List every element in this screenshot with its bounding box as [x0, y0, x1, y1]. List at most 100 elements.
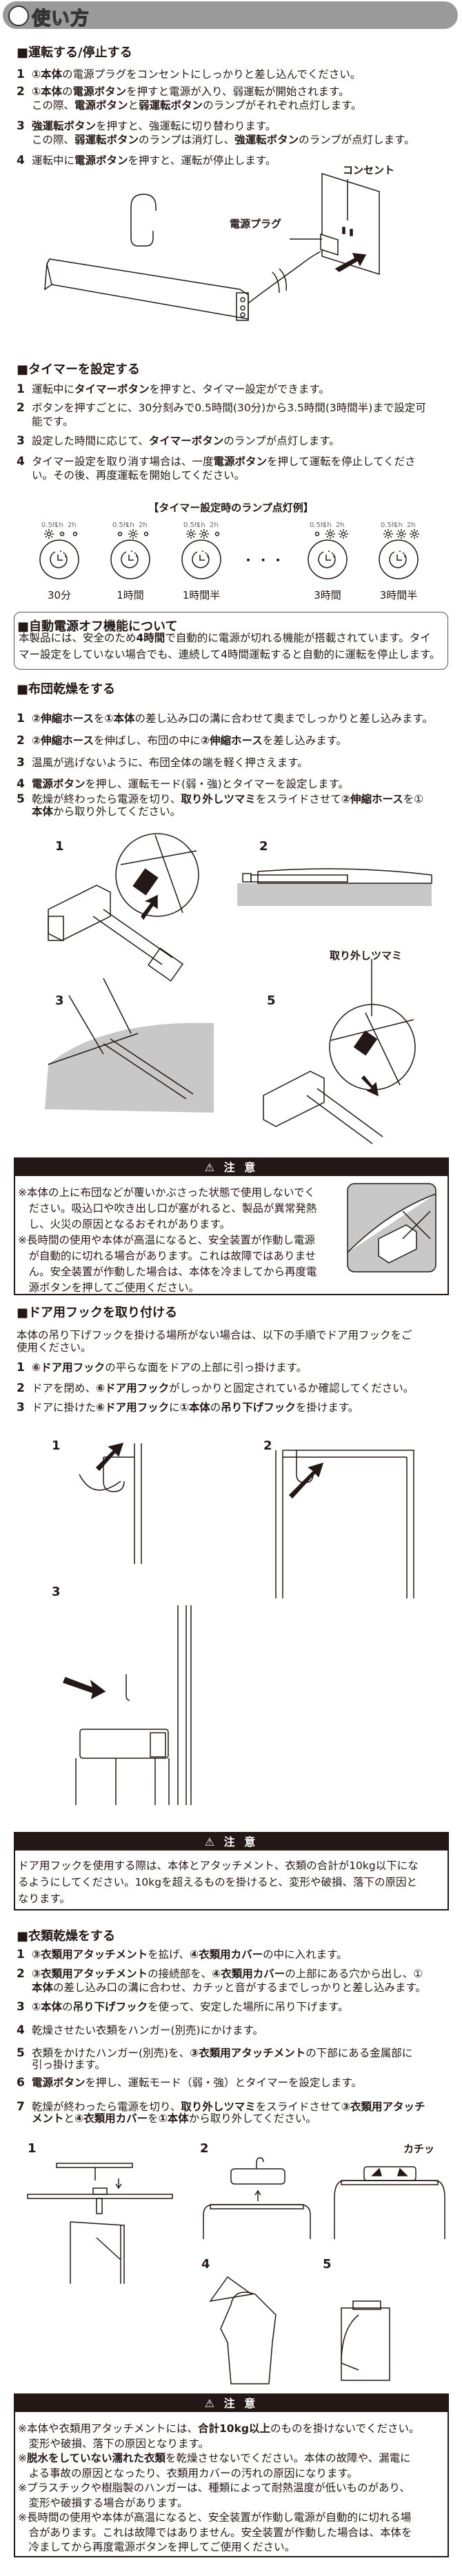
- text-segment: がしっかりと固定されているか確認してください。: [169, 1382, 414, 1394]
- auto-off-line: 本製品には、安全のため4時間で自動的に電源が切れる機能が搭載されています。タイ: [19, 632, 431, 645]
- lamp-label: 1h: [54, 522, 63, 529]
- futon-section-title: ■布団乾燥をする: [17, 682, 116, 697]
- text-segment: 温風が逃げないように、布団全体の端を軽く押さえます。: [32, 756, 308, 769]
- lamp-label: 2h: [407, 522, 416, 529]
- figure-number: 5: [323, 2257, 332, 2271]
- bold-term: 電源ボタン: [32, 778, 86, 790]
- caution-text-line: ※本体や衣類用アタッチメントには、合計10kg以上のものを掛けないでください。: [18, 2420, 420, 2435]
- text-segment: の平らな面をドアの上部に引っ掛けます。: [105, 1361, 308, 1374]
- lamp-lit-icon: [199, 529, 209, 539]
- step-text: ⑥ドア用フックの平らな面をドアの上部に引っ掛けます。: [32, 1361, 307, 1374]
- text-segment: を乾燥させないでください。本体の故障や、漏電に: [165, 2452, 411, 2464]
- bold-term: ④衣類用カバー: [190, 1948, 263, 1961]
- text-segment: 合があります。これは故障ではありません。安全装置が作動した場合は、本体を: [18, 2526, 412, 2539]
- text-segment: の下部にある金属部に: [305, 2047, 413, 2059]
- caution-text-line: なります。: [18, 1893, 70, 1905]
- lamp-label: 2h: [336, 522, 345, 529]
- bold-term: ①本体: [158, 2112, 189, 2125]
- step-number: 3: [17, 2000, 25, 2014]
- step-text: この際、電源ボタンと弱運転ボタンのランプがそれぞれ点灯します。: [32, 99, 362, 112]
- bold-term: ③衣類用アタッチメント: [190, 2047, 306, 2059]
- text-segment: の: [62, 2001, 73, 2013]
- text-segment: ドアに掛けた: [32, 1401, 97, 1414]
- text-segment: と: [128, 99, 139, 112]
- step-text: ドアを閉め、⑥ドア用フックがしっかりと固定されているか確認してください。: [32, 1382, 414, 1395]
- lamp-label: 0.5h: [183, 522, 199, 529]
- bold-term: 弱運転ボタン: [74, 134, 139, 146]
- step-text: ③衣類用アタッチメントの接続部を、④衣類用カバーの上部にある穴から出し、①: [32, 1968, 423, 1981]
- no-cover-illustration: [347, 1183, 436, 1272]
- bold-term: ⑥ドア用フック: [32, 1361, 106, 1374]
- click-sound-label: カチッ: [403, 2143, 435, 2155]
- text-segment: の差し込み口の溝に合わせて奥までしっかりと差し込みます。: [134, 712, 433, 725]
- bold-term: ③衣類用アタッチ: [341, 2101, 425, 2113]
- step-text: 乾燥させたい衣類をハンガー(別売)にかけます。: [32, 2024, 263, 2037]
- caution-text-line: ※プラスチックや樹脂製のハンガーは、種類によって耐熱温度が低いものがあり、: [18, 2480, 410, 2495]
- bold-term: 取り外しツマミ: [181, 2101, 256, 2113]
- text-segment: この際、: [32, 99, 75, 112]
- power-plug-label: 電源プラグ: [230, 218, 282, 230]
- bold-term: ①本体: [32, 2001, 63, 2013]
- timer-button-clock-icon: [39, 539, 79, 579]
- lamp-example-caption: 1時間: [117, 589, 144, 601]
- step-text: この際、弱運転ボタンのランプは消灯し、強運転ボタンのランプが点灯します。: [32, 134, 415, 147]
- bold-term: 吊り下げフック: [72, 2001, 148, 2013]
- lamp-lit-icon: [325, 529, 335, 539]
- bold-term: 電源ボタン: [74, 99, 128, 112]
- lamp-label: 2h: [68, 522, 77, 529]
- bold-term: 脱水をしていない濡れた衣類: [27, 2452, 166, 2464]
- text-segment: に: [169, 1401, 180, 1414]
- step-number: 4: [17, 777, 25, 791]
- text-segment: い。その後、再度運転を開始してください。: [32, 469, 245, 482]
- step-text: い。その後、再度運転を開始してください。: [32, 469, 245, 482]
- lamp-lit-icon: [186, 529, 196, 539]
- lamp-label: 1h: [394, 522, 403, 529]
- text-segment: 本製品には、安全のため: [19, 632, 137, 644]
- text-segment: 変形や破損する場合があります。: [18, 2496, 188, 2509]
- text-segment: を押すと電源が入り、弱運転が開始されます。: [126, 85, 350, 98]
- bold-term: 強運転ボタン: [32, 120, 97, 132]
- caution-header: ⚠ 注 意: [15, 2395, 448, 2412]
- bold-term: タイマーボタン: [148, 435, 224, 447]
- step-text: ドアに掛けた⑥ドア用フックに①本体の吊り下げフックを掛けます。: [32, 1401, 359, 1414]
- figure-number: 1: [28, 2141, 37, 2156]
- bold-term: ②伸縮ホース: [341, 793, 403, 805]
- step-number: 4: [17, 455, 25, 468]
- step-number: 1: [17, 1948, 25, 1961]
- clothes-caution-box: ⚠ 注 意 ※本体や衣類用アタッチメントには、合計10kg以上のものを掛けないで…: [14, 2393, 449, 2557]
- auto-off-line: マー設定をしていない場合でも、連続して4時間運転すると自動的に運転を停止します。: [19, 648, 440, 661]
- timer-button-clock-icon: [181, 539, 221, 579]
- page-title: 使い方: [31, 8, 90, 30]
- text-segment: ドアを閉め、: [32, 1382, 97, 1394]
- bold-term: タイマーボタン: [74, 383, 150, 395]
- step-number: 3: [17, 434, 25, 448]
- bold-term: ②伸縮ホース: [32, 734, 94, 747]
- step-number: 3: [17, 1401, 25, 1414]
- bold-term: 4時間: [136, 632, 165, 644]
- text-segment: を押し、運転モード(弱・強)とタイマーを設定します。: [85, 778, 350, 790]
- figure-number: 4: [201, 2257, 210, 2271]
- bold-term: 本体: [32, 805, 54, 818]
- bold-term: ⑥ドア用フック: [96, 1401, 170, 1414]
- lamp-off-icon: [117, 531, 123, 537]
- lamp-lit-icon: [383, 529, 393, 539]
- lamp-lit-icon: [128, 529, 138, 539]
- lamp-lit-icon: [396, 529, 406, 539]
- text-segment: のランプは消灯し、: [139, 134, 235, 146]
- lamp-label: 0.5h: [310, 522, 325, 529]
- outlet-label: コンセント: [343, 164, 395, 176]
- text-segment: 運転中に: [32, 383, 75, 395]
- step-text: ボタンを押すごとに、30分刻みで0.5時間(30分)から3.5時間(3時間半)ま…: [32, 402, 426, 415]
- lamp-example-caption: 3時間半: [379, 589, 418, 601]
- figure-number: 1: [52, 1439, 61, 1453]
- text-segment: から取り外してください。: [188, 2112, 317, 2125]
- auto-off-title: ■自動電源オフ機能について: [17, 619, 178, 634]
- caution-text-line: が自動的に切れる場合があります。これは故障ではありませ: [18, 1250, 317, 1262]
- caution-header: ⚠ 注 意: [15, 1159, 448, 1176]
- door-intro-line: 本体の吊り下げフックを掛ける場所がない場合は、以下の手順でドア用フックをご: [17, 1329, 412, 1341]
- text-segment: 変形や破損、落下の原因となります。: [18, 2437, 210, 2450]
- text-segment: 運転中に: [32, 154, 75, 167]
- text-segment: の電源プラグをコンセントにしっかりと差し込んでください。: [62, 68, 361, 81]
- lamp-off-icon: [72, 531, 78, 537]
- text-segment: を押すと、タイマー設定ができます。: [149, 383, 330, 395]
